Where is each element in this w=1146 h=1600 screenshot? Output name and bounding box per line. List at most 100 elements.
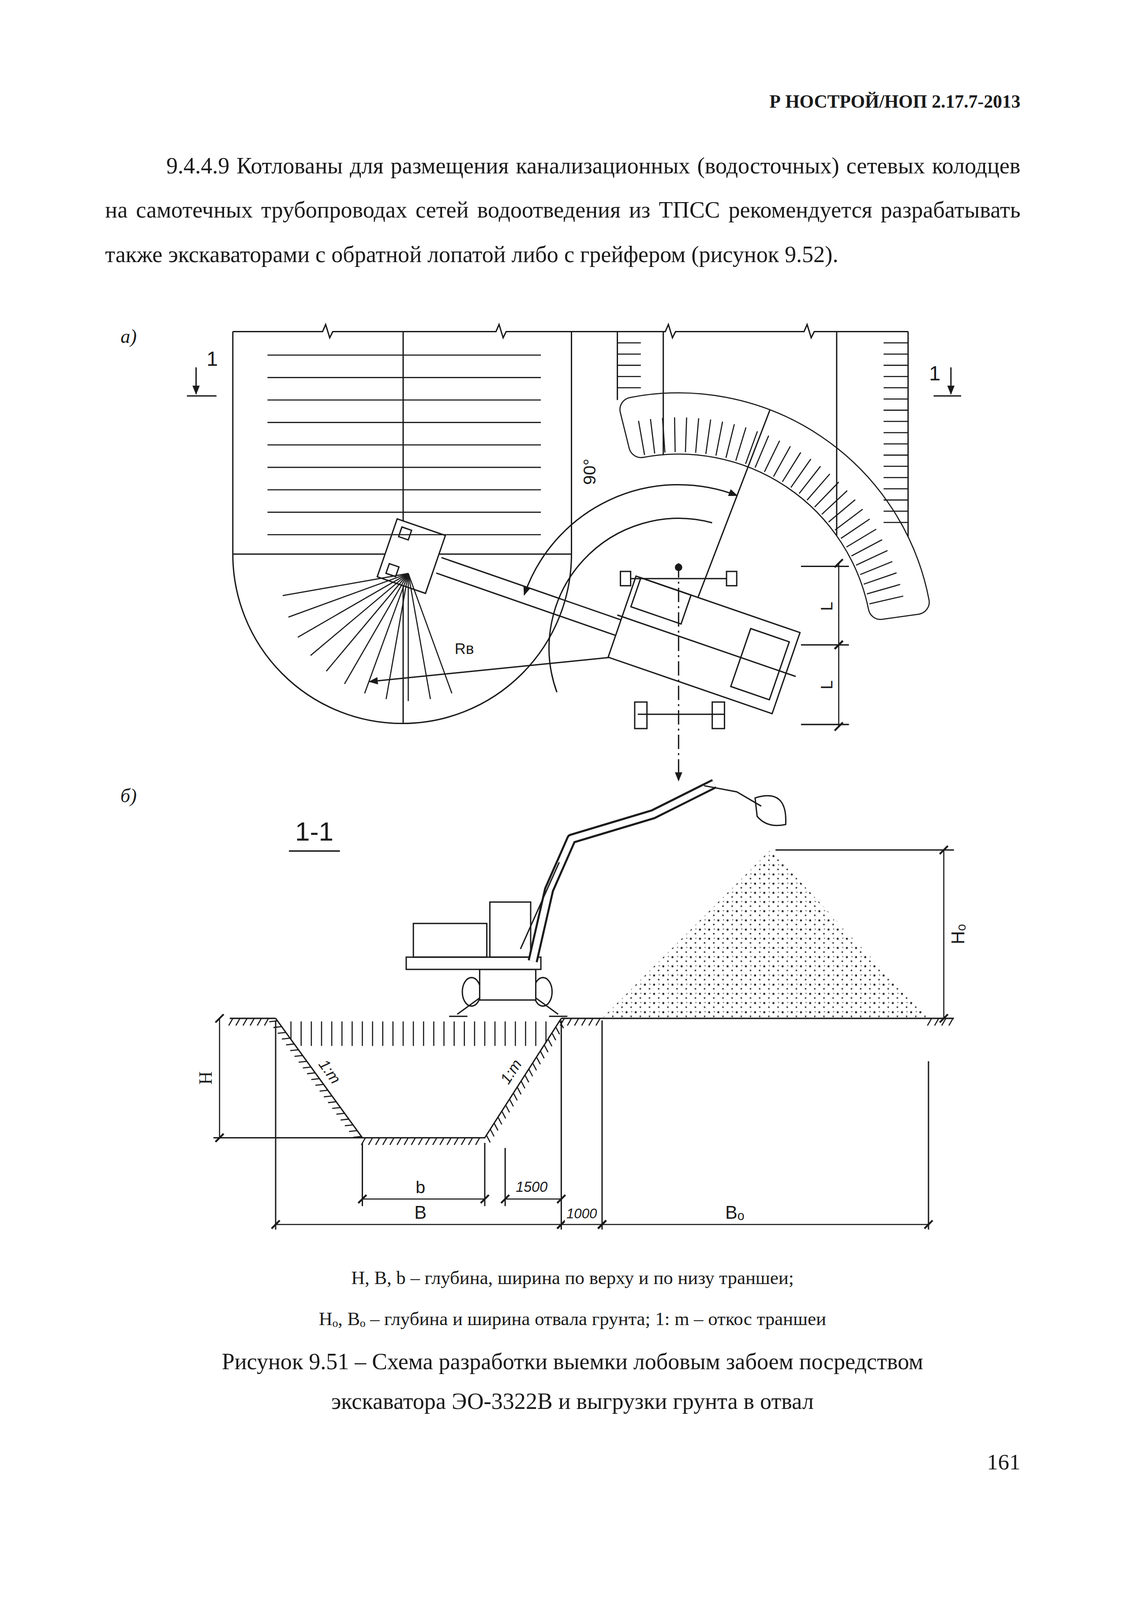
ground-hatch <box>328 1101 337 1103</box>
trench-hatch <box>300 1021 302 1046</box>
excavator-axis <box>617 614 796 677</box>
section-title: 1-1 <box>295 816 334 847</box>
ground-hatch <box>273 1026 282 1028</box>
ground-hatch <box>439 1137 444 1145</box>
ground-hatch <box>303 1066 312 1068</box>
dimension-label: b <box>413 1176 427 1197</box>
slope-hatch <box>726 423 735 458</box>
slope-hatch <box>883 454 909 456</box>
trench-hatch <box>443 1021 445 1046</box>
dimension-label: Hₒ <box>947 921 969 947</box>
dimension-line <box>838 644 840 727</box>
pit-hatch <box>267 511 541 514</box>
dimension-tick <box>215 1133 224 1142</box>
ground-hatch <box>588 1018 593 1026</box>
ground-hatch <box>368 1137 373 1145</box>
ground-hatch <box>257 1018 262 1026</box>
ground-hatch <box>461 1137 466 1145</box>
trench-hatch <box>545 1021 547 1042</box>
slope-hatch <box>685 417 687 453</box>
excavator-plan <box>603 574 810 717</box>
ground-hatch <box>361 1137 366 1145</box>
trench-hatch <box>504 1021 506 1046</box>
front-axle <box>630 577 727 580</box>
dimension-label: 1000 <box>564 1205 599 1222</box>
wheel <box>620 571 631 586</box>
grab-fan <box>310 573 409 656</box>
section-mark <box>187 395 217 397</box>
trench-hatch <box>484 1021 486 1046</box>
ground-hatch <box>567 1018 572 1026</box>
ground-hatch <box>277 1032 286 1034</box>
dimension-line <box>561 1223 603 1225</box>
grab-fan <box>407 573 409 701</box>
dimension-tick <box>557 1194 566 1203</box>
legend-note: Hₒ, Bₒ – глубина и ширина отвала грунта;… <box>318 1307 827 1330</box>
pit-hatch <box>267 354 541 356</box>
section-number: 1 <box>926 361 944 386</box>
ground-hatch <box>468 1137 473 1145</box>
excavator-cab <box>630 577 691 624</box>
slope-hatch <box>883 386 909 389</box>
ground-hatch <box>475 1137 480 1145</box>
trench-hatch <box>310 1021 313 1046</box>
plan-top-edge <box>232 324 909 338</box>
dimension-label: L <box>817 678 837 692</box>
bucket <box>755 795 787 825</box>
slope-hatch <box>674 417 675 453</box>
ground-hatch <box>319 1089 329 1091</box>
dimension-label: L <box>817 599 837 613</box>
chassis-point <box>675 564 682 571</box>
ground-hatch <box>404 1137 409 1145</box>
ground-hatch <box>353 1135 362 1137</box>
dimension-tick <box>215 1014 224 1023</box>
trench-hatch <box>402 1021 405 1046</box>
dimension-tick <box>358 1194 367 1203</box>
ground-hatch <box>323 1095 333 1097</box>
ground-hatch <box>934 1018 939 1026</box>
spoil-pile <box>602 849 929 1019</box>
trench-hatch <box>463 1021 465 1046</box>
dimension-tick <box>598 1220 607 1229</box>
ground-hatch <box>551 1032 556 1041</box>
trench-hatch <box>392 1021 394 1046</box>
dimension-tick <box>834 558 843 568</box>
trench-hatch <box>341 1021 343 1046</box>
ground-hatch <box>281 1037 291 1039</box>
pit-outline <box>232 331 572 724</box>
dimension-line <box>362 1198 485 1200</box>
slope-hatch <box>617 375 641 378</box>
ground-hatch <box>446 1137 451 1145</box>
trench-hatch <box>524 1021 527 1046</box>
trench-wall <box>907 331 909 537</box>
slope-hatch <box>860 561 893 575</box>
ground-hatch <box>298 1060 308 1062</box>
dimension-tick <box>924 1220 933 1229</box>
dimension-line <box>505 1198 562 1200</box>
ground-hatch <box>544 1044 549 1053</box>
ground-hatch <box>228 1018 233 1026</box>
ground-hatch <box>490 1128 495 1137</box>
dimension-tick <box>557 1220 566 1229</box>
extension-line <box>601 1020 603 1230</box>
dimension-label: Bₒ <box>722 1201 747 1223</box>
slope-hatch <box>883 353 909 355</box>
extension-line <box>775 849 955 851</box>
ground-hatch <box>425 1137 430 1145</box>
slope-hatch <box>715 421 723 456</box>
dimension-label: 1500 <box>513 1178 550 1195</box>
trench-hatch <box>494 1021 496 1046</box>
slope-hatch <box>883 342 909 344</box>
pit-hatch <box>267 421 541 424</box>
chassis-axis <box>677 563 680 781</box>
grab-fan <box>282 573 409 596</box>
wheel <box>533 977 553 1006</box>
slope-hatch <box>617 353 641 355</box>
boom-inner <box>532 783 715 961</box>
ground-hatch <box>396 1137 401 1145</box>
ground-hatch <box>382 1137 387 1145</box>
extension-line <box>483 1142 486 1206</box>
grab-bucket-part <box>398 526 412 540</box>
ground-hatch <box>532 1062 537 1071</box>
trench-hatch <box>331 1021 333 1046</box>
